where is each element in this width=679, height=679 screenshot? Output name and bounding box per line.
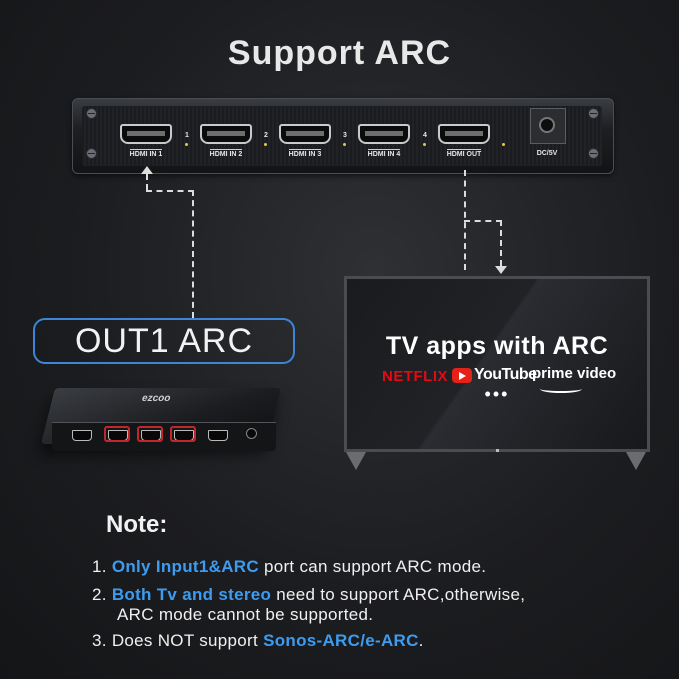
screw-icon [588, 148, 599, 159]
note-highlight: Only Input1&ARC [111, 557, 259, 576]
hdmi-port-icon [279, 124, 331, 144]
tv-power-led [496, 449, 499, 452]
screw-icon [86, 108, 97, 119]
tv-leg [626, 452, 646, 470]
connector-line [192, 190, 194, 318]
youtube-logo: YouTube [474, 366, 537, 383]
brand-logo: ezcoo [140, 393, 172, 404]
page-title: Support ARC [227, 34, 452, 72]
highlight-frame [104, 426, 130, 442]
port-label: HDMI IN 1 [129, 149, 163, 158]
connector-line [146, 174, 148, 190]
connector-line [464, 220, 502, 222]
port-number: 4 [423, 132, 427, 139]
highlight-frame [137, 426, 163, 442]
port-number: 3 [343, 132, 347, 139]
note-highlight: Sonos-ARC/e-ARC [263, 631, 419, 650]
port-number: 1 [185, 132, 189, 139]
note-highlight: Both Tv and stereo [111, 585, 272, 604]
screw-icon [588, 108, 599, 119]
youtube-play-icon [452, 368, 472, 383]
arc-callout: OUT1 ARC [33, 318, 295, 364]
highlight-frame [170, 426, 196, 442]
port-label: HDMI OUT [446, 149, 482, 158]
tv-screen [344, 276, 650, 452]
arrow-up-icon [141, 166, 153, 174]
more-apps-dots: ••• [484, 384, 510, 404]
note-item-3: 3. Does NOT support Sonos-ARC/e-ARC. [92, 631, 424, 650]
screw-icon [86, 148, 97, 159]
led-indicator [343, 143, 346, 146]
hdmi-port-icon [200, 124, 252, 144]
note-item-2: 2. Both Tv and stereo need to support AR… [92, 585, 526, 604]
led-indicator [423, 143, 426, 146]
hdmi-port-icon [208, 430, 228, 441]
port-label: HDMI IN 3 [288, 149, 322, 158]
port-label: HDMI IN 2 [209, 149, 243, 158]
led-indicator [185, 143, 188, 146]
connector-line [500, 220, 502, 266]
note-title: Note: [106, 511, 168, 538]
note-item-1: 1. Only Input1&ARC port can support ARC … [92, 557, 487, 576]
led-indicator [264, 143, 267, 146]
port-label: HDMI IN 4 [367, 149, 401, 158]
prime-smile-icon [540, 385, 582, 393]
hdmi-port-icon [438, 124, 490, 144]
netflix-logo: NETFLIX [382, 368, 448, 385]
connector-line [146, 190, 194, 192]
hdmi-port-icon [120, 124, 172, 144]
tv-leg [346, 452, 366, 470]
tv-heading: TV apps with ARC [385, 332, 609, 360]
hdmi-port-icon [72, 430, 92, 441]
hdmi-port-icon [358, 124, 410, 144]
power-label: DC/5V [536, 150, 558, 157]
power-jack-icon [530, 108, 566, 144]
prime-video-logo: prime video [532, 365, 617, 382]
arrow-down-icon [495, 266, 507, 274]
note-item-2-line2: ARC mode cannot be supported. [117, 605, 374, 624]
power-jack-icon [246, 428, 257, 439]
led-indicator [502, 143, 505, 146]
port-number: 2 [264, 132, 268, 139]
